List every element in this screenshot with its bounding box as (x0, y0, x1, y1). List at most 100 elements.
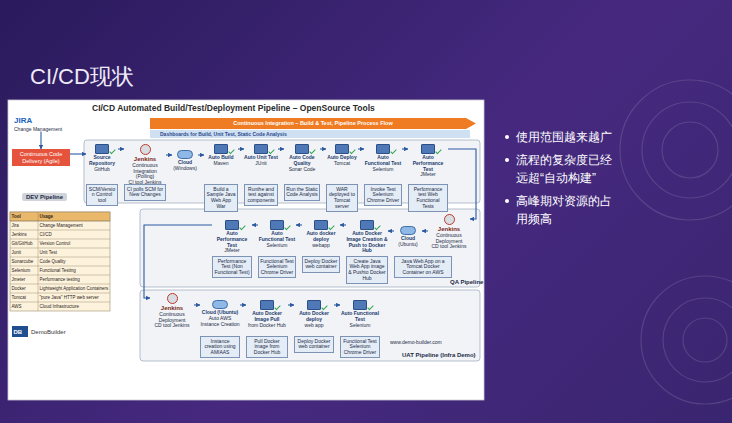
tool-step: Auto Performance TestJMeter (212, 220, 252, 254)
tool-step: JIRAChange Management (14, 116, 68, 132)
description-box: CI polls SCM for New Changes (124, 184, 166, 201)
tool-step: Auto Performance TestJMeter (408, 144, 448, 178)
node-text: Tomcat (326, 161, 358, 167)
check-mark (374, 224, 380, 230)
logo-square (12, 326, 28, 337)
table-rule (10, 302, 110, 303)
description-box: Deploy Docker web container (294, 336, 334, 353)
description-box: Functional Test Selenium Chrome Driver (258, 256, 296, 278)
tool-step: Auto Code QualitySonar Code (284, 144, 320, 172)
description-box: Performance test Web Functional Tests (408, 184, 448, 212)
caption-label: DemoBuilder (31, 328, 66, 336)
table-rule (10, 275, 110, 276)
flow-arrow (402, 148, 408, 149)
node-text: CD tool Jenkins (150, 323, 194, 329)
node-text: (Ubuntu) (394, 242, 422, 248)
table-cell: Performance testing (40, 275, 80, 284)
description-box: Deploy Docker web container (302, 256, 340, 273)
node-text: Build a Sample Java Web App War (206, 187, 236, 210)
node-text: JIRA (14, 116, 68, 126)
deco-circles (620, 80, 732, 404)
node-text: Performance Test (Non Functional Test) (214, 259, 250, 276)
node-text: Change Management (14, 126, 68, 132)
jenkins-icon (444, 214, 455, 225)
bullet-text: 高峰期对资源的占用频高 (516, 192, 616, 228)
node-text: Jenkins (124, 156, 166, 163)
node-text: Sonar Code (284, 167, 320, 173)
node-text: Selenium (258, 243, 296, 249)
tool-step: Auto DeployTomcat (326, 144, 358, 167)
node-text: Run the Static Code Analysis (286, 187, 318, 199)
delivery-box: Continuous Code Delivery (Agile) (12, 149, 70, 166)
flow-arrow (194, 304, 200, 305)
bullet-dot (505, 199, 509, 203)
flow-arrow (40, 132, 41, 149)
description-box: Invoke Test Selenium Chrome Driver (364, 184, 402, 206)
node-text: Create Java Web App image & Pushto Docke… (348, 259, 386, 282)
node-text: Deploy Docker web container (296, 339, 332, 351)
qa-band (140, 209, 480, 287)
table-cell: AWS (12, 302, 22, 311)
dashboard-band (150, 130, 470, 138)
tool-icon (270, 220, 284, 230)
tool-icon (353, 300, 367, 310)
node-text: GitHub (86, 167, 118, 173)
tool-step: Cloud(Windows) (172, 150, 198, 172)
description-box: Pull Docker image from Docker Hub (246, 336, 288, 358)
caption-label: CI/CD Automated Build/Test/Deployment Pi… (92, 103, 375, 113)
node-text: Continuous Deployment (150, 312, 194, 324)
check-mark (284, 224, 290, 230)
cloud-icon (212, 300, 228, 309)
table-rule (10, 284, 110, 285)
node-text: Continuous Integration – Build & Test, P… (150, 118, 476, 129)
flow-arrow (240, 304, 246, 305)
description-box: WAR deployed to Tomcat server (326, 184, 358, 212)
node-text: Runthe and test against components (246, 187, 276, 204)
tool-step: Auto Docker Image Creation & Push to Doc… (346, 220, 388, 254)
node-text: Selenium (340, 323, 380, 329)
table-rule (10, 257, 110, 258)
tool-step: Cloud (Ubuntu)Auto AWS Instance Creation (200, 300, 240, 327)
table-cell: Unit Test (40, 248, 57, 257)
tool-step: Auto Docker Image Pullfrom Docker Hub (246, 300, 288, 328)
table-cell: Tomcat (12, 293, 27, 302)
caption-label: Dashboards for Build, Unit Test, Static … (160, 131, 287, 138)
caption-label: QA Pipeline (450, 279, 483, 285)
node-text: (Windows) (172, 166, 198, 172)
node-text: CI polls SCM for New Changes (126, 187, 164, 199)
flow-arrow (358, 148, 364, 149)
table-cell: Cloud Infrastructure (40, 302, 80, 311)
check-mark (309, 148, 315, 154)
node-text: CD tool Jenkins (428, 244, 470, 250)
cloud-icon (177, 150, 193, 159)
jenkins-icon (140, 144, 151, 155)
tool-step: JenkinsContinuous DeploymentCD tool Jenk… (428, 214, 470, 250)
table-cell: Code Quality (40, 257, 66, 266)
bullet-text: 流程的复杂度已经远超“自动构建” (516, 151, 616, 187)
slide-title: CI/CD现状 (30, 62, 134, 92)
flow-arrow (448, 149, 476, 219)
caption-label: DB (14, 328, 23, 336)
flow-arrow (288, 304, 294, 305)
tool-step: JenkinsContinuous Integration (Polling)C… (124, 144, 166, 186)
table-cell: Lightweight Application Containers (40, 284, 109, 293)
tool-icon (295, 144, 309, 154)
node-text: Auto Functional Test (258, 231, 296, 243)
bullet-text: 使用范围越来越广 (516, 128, 616, 146)
node-text: Auto Code Quality (284, 155, 320, 167)
flow-arrow (296, 224, 302, 225)
jenkins-icon (167, 293, 178, 304)
tool-step: Cloud(Ubuntu) (394, 226, 422, 248)
table-cell: Change Management (40, 221, 83, 230)
table-frame (10, 212, 110, 311)
description-box: Create Java Web App image & Pushto Docke… (346, 256, 388, 284)
description-box: Build a Sample Java Web App War (204, 184, 238, 212)
tool-icon (421, 144, 435, 154)
node-text: Auto Functional Test (364, 155, 402, 167)
table-cell: Docker (12, 284, 26, 293)
node-text: SCM/Version Control tool (88, 187, 116, 204)
table-cell: Jira (12, 221, 19, 230)
node-text: Auto Docker Image Creation & Push to Doc… (346, 231, 388, 254)
